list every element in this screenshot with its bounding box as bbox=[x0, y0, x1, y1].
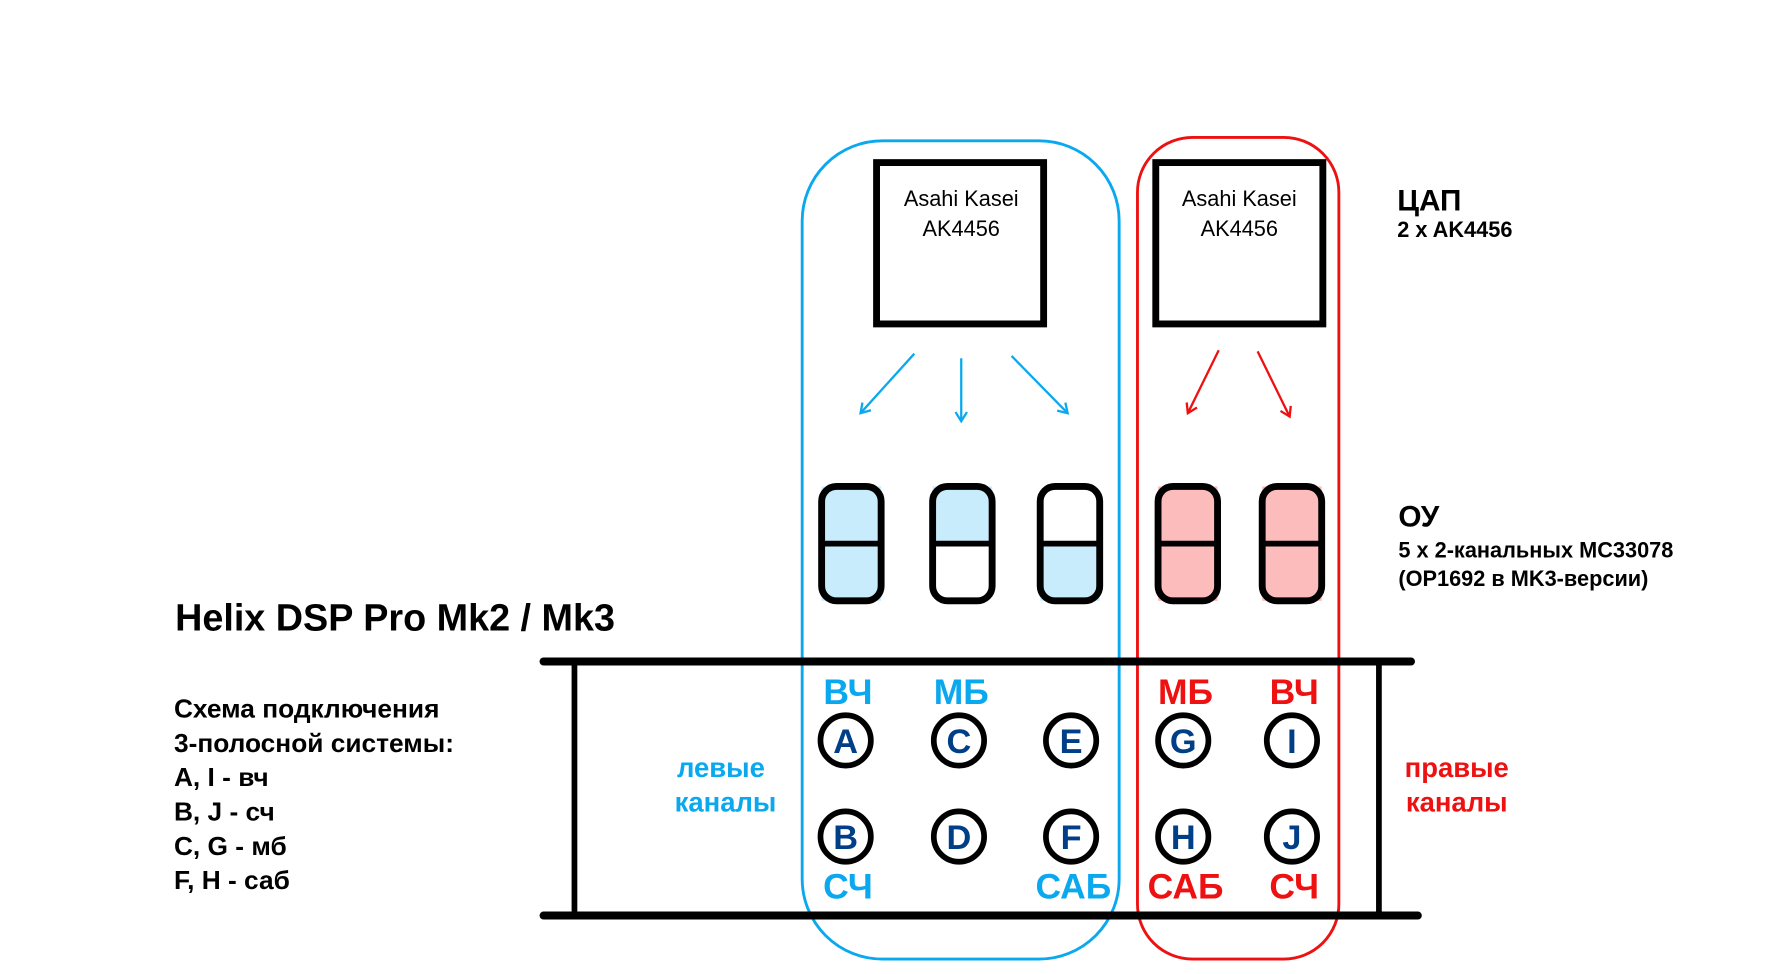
opamp-channel-top bbox=[1262, 486, 1322, 544]
jack-letter: F bbox=[1061, 819, 1082, 857]
band-label-top: МБ bbox=[1158, 672, 1213, 712]
opamp-channel-bottom bbox=[1040, 543, 1100, 601]
jack-letter: D bbox=[947, 819, 972, 857]
arrow-left-1 bbox=[859, 352, 916, 415]
output-jacks: ВЧ СЧ A B МБ C D САБ E F МБ САБ G H ВЧ СЧ I J bbox=[817, 672, 1320, 906]
band-label-top: МБ bbox=[934, 672, 989, 712]
legend-item: F, H - саб bbox=[174, 865, 290, 895]
band-label-top: ВЧ bbox=[1270, 672, 1319, 712]
legend-heading-line1: Схема подключения bbox=[174, 694, 440, 724]
legend-item: A, I - вч bbox=[174, 762, 269, 792]
opamp-channel-top bbox=[932, 486, 993, 544]
jack-letter: B bbox=[833, 819, 858, 857]
output-jack-H[interactable]: H bbox=[1155, 808, 1212, 865]
opamp-5 bbox=[1258, 482, 1326, 605]
band-label-top: ВЧ bbox=[823, 672, 872, 712]
legend-item: B, J - сч bbox=[174, 797, 275, 827]
arrow-right-1 bbox=[1185, 349, 1220, 416]
output-jack-J[interactable]: J bbox=[1263, 808, 1320, 865]
band-label-bottom: СЧ bbox=[1269, 866, 1319, 906]
jack-ring bbox=[817, 712, 874, 769]
output-jack-C[interactable]: C bbox=[930, 712, 987, 769]
output-jack-E[interactable]: E bbox=[1043, 712, 1100, 769]
left-channels-label-line1: левые bbox=[677, 752, 765, 783]
dac-chip-left-model: AK4456 bbox=[923, 216, 1000, 241]
opamp-channel-top bbox=[821, 486, 882, 544]
right-channels-label-line2: каналы bbox=[1406, 786, 1508, 817]
jack-letter: I bbox=[1287, 723, 1297, 761]
jack-letter: J bbox=[1282, 819, 1301, 857]
output-jack-D[interactable]: D bbox=[930, 808, 987, 865]
opamp-channel-bottom bbox=[1262, 543, 1322, 601]
jack-letter: H bbox=[1171, 819, 1196, 857]
jack-ring bbox=[930, 808, 987, 865]
band-label-bottom: САБ bbox=[1148, 866, 1224, 906]
output-jack-F[interactable]: F bbox=[1043, 808, 1100, 865]
opamp-channel-bottom bbox=[1158, 543, 1218, 601]
opamp-subtitle-line2: (OP1692 в MK3-версии) bbox=[1398, 566, 1648, 591]
output-jack-G[interactable]: G bbox=[1155, 712, 1212, 769]
band-label-bottom: САБ bbox=[1035, 866, 1111, 906]
dac-chip-right-brand: Asahi Kasei bbox=[1182, 186, 1297, 211]
legend-heading-line2: 3-полосной системы: bbox=[174, 728, 454, 758]
opamp-1 bbox=[818, 482, 885, 605]
jack-ring bbox=[1043, 808, 1100, 865]
opamp-title: ОУ bbox=[1398, 500, 1439, 533]
jack-ring bbox=[1263, 712, 1320, 769]
left-channel-group-outline bbox=[800, 139, 1121, 961]
page-title: Helix DSP Pro Mk2 / Mk3 bbox=[175, 598, 615, 640]
jack-ring bbox=[1155, 712, 1212, 769]
dac-chip-left: Asahi Kasei AK4456 bbox=[873, 159, 1048, 328]
output-jack-I[interactable]: I bbox=[1263, 712, 1320, 769]
left-channels-label-line2: каналы bbox=[675, 786, 777, 817]
opamp-channel-top bbox=[1040, 486, 1100, 544]
jack-ring bbox=[930, 712, 987, 769]
opamp-channel-top bbox=[1158, 486, 1218, 544]
opamp-channel-bottom bbox=[821, 543, 882, 601]
jack-letter: A bbox=[833, 723, 858, 761]
right-channels-label-line1: правые bbox=[1405, 752, 1509, 783]
dac-chip-right-model: AK4456 bbox=[1201, 216, 1278, 241]
right-channel-group-outline bbox=[1136, 135, 1341, 961]
jack-ring bbox=[1043, 712, 1100, 769]
opamp-row bbox=[818, 482, 1326, 605]
opamp-subtitle-line1: 5 x 2-канальных MC33078 bbox=[1398, 537, 1673, 562]
arrow-left-3 bbox=[1010, 355, 1070, 415]
opamp-2 bbox=[929, 482, 996, 605]
jack-letter: G bbox=[1170, 723, 1197, 761]
band-label-bottom: СЧ bbox=[823, 866, 873, 906]
opamp-3 bbox=[1036, 482, 1104, 605]
legend-item: C, G - мб bbox=[174, 831, 287, 861]
jack-ring bbox=[1155, 808, 1212, 865]
jack-ring bbox=[817, 808, 874, 865]
opamp-channel-bottom bbox=[932, 543, 993, 601]
dac-title: ЦАП bbox=[1397, 185, 1461, 218]
jack-ring bbox=[1263, 808, 1320, 865]
output-jack-A[interactable]: A bbox=[817, 712, 874, 769]
opamp-4 bbox=[1154, 482, 1221, 605]
jack-letter: E bbox=[1060, 723, 1083, 761]
dac-subtitle: 2 x AK4456 bbox=[1397, 217, 1512, 242]
jack-letter: C bbox=[947, 723, 972, 761]
dac-chip-right: Asahi Kasei AK4456 bbox=[1152, 159, 1327, 328]
arrow-right-2 bbox=[1256, 350, 1292, 419]
output-jack-B[interactable]: B bbox=[817, 808, 874, 865]
dac-chip-left-brand: Asahi Kasei bbox=[904, 186, 1019, 211]
